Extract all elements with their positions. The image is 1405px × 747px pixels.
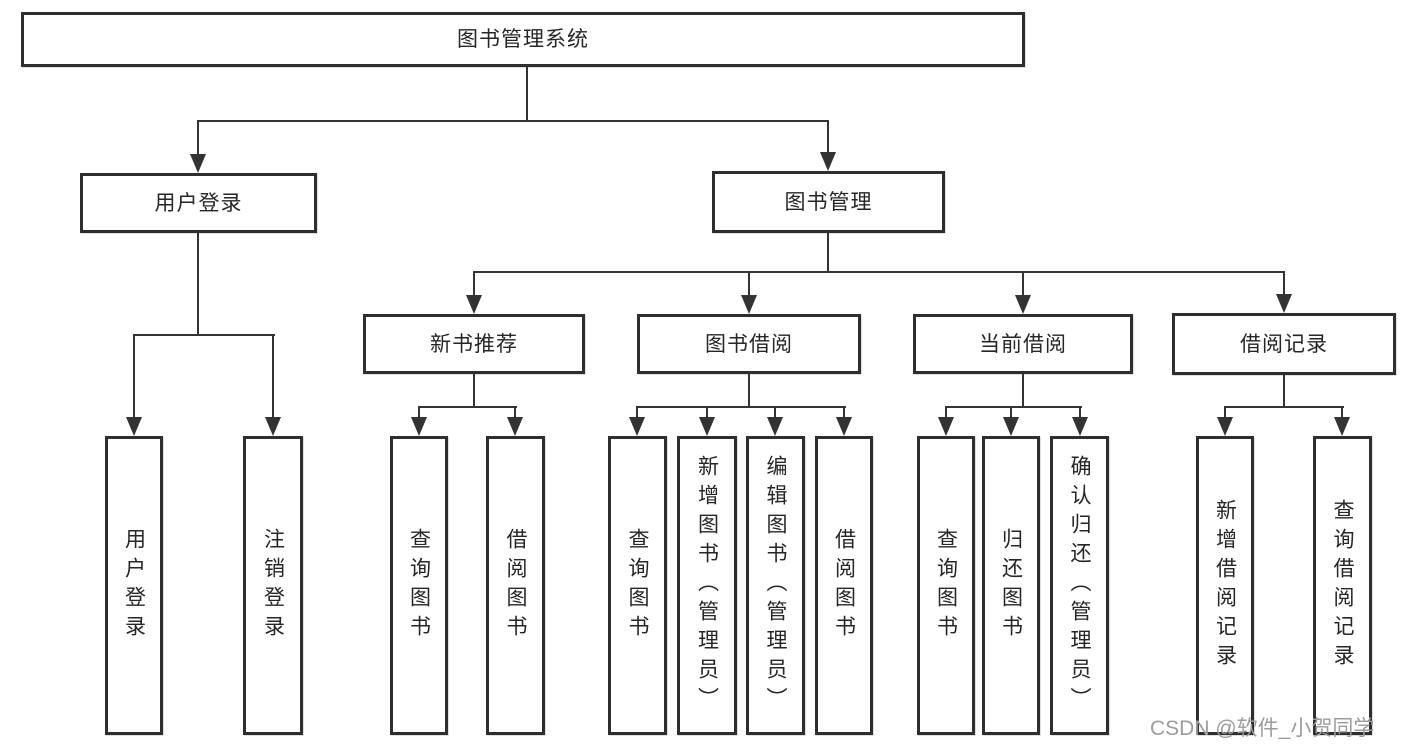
connector-line <box>473 271 1285 273</box>
arrow-down-icon <box>836 407 852 436</box>
node-label: 新增图书（管理员） <box>695 455 719 716</box>
arrow-down-icon <box>126 335 142 436</box>
connector-line <box>133 334 275 336</box>
node-label: 图书管理 <box>784 190 873 214</box>
node-label: 查询图书 <box>934 527 958 644</box>
node-label: 图书管理系统 <box>457 28 589 51</box>
node-label: 新书推荐 <box>430 332 518 356</box>
node-book-management: 图书管理 <box>712 171 945 233</box>
arrow-down-icon <box>265 335 281 436</box>
node-label: 确认归还（管理员） <box>1068 455 1091 716</box>
arrow-down-icon <box>1276 272 1292 313</box>
node-label: 借阅记录 <box>1240 332 1328 356</box>
node-confirm-return-admin: 确认归还（管理员） <box>1050 436 1109 735</box>
node-label: 查询图书 <box>407 527 431 644</box>
node-user-login-action: 用户登录 <box>105 436 163 735</box>
node-book-borrow: 图书借阅 <box>637 314 861 374</box>
arrow-down-icon <box>938 407 954 436</box>
node-new-book-recommend: 新书推荐 <box>363 314 585 374</box>
arrow-down-icon <box>767 407 783 436</box>
node-label: 新增借阅记录 <box>1213 498 1237 673</box>
connector-line <box>636 406 846 408</box>
node-query-books-current: 查询图书 <box>917 436 975 735</box>
node-label: 用户登录 <box>122 527 146 644</box>
node-label: 借阅图书 <box>832 527 856 644</box>
connector-line <box>418 406 517 408</box>
arrow-down-icon <box>507 407 523 436</box>
connector-line <box>473 374 475 408</box>
connector-line <box>1224 406 1344 408</box>
connector-line <box>748 374 750 408</box>
connector-line <box>827 233 829 273</box>
node-label: 编辑图书（管理员） <box>764 455 787 716</box>
arrow-down-icon <box>820 121 836 171</box>
csdn-watermark: CSDN @软件_小贺同学 <box>1150 717 1375 740</box>
node-current-borrow: 当前借阅 <box>913 314 1133 374</box>
node-label: 当前借阅 <box>979 332 1067 356</box>
arrow-down-icon <box>1003 407 1019 436</box>
node-add-books-admin: 新增图书（管理员） <box>677 436 737 735</box>
arrow-down-icon <box>466 272 482 314</box>
node-label: 归还图书 <box>999 527 1023 644</box>
node-label: 图书借阅 <box>705 332 793 356</box>
node-edit-books-admin: 编辑图书（管理员） <box>746 436 805 735</box>
arrow-down-icon <box>1015 272 1031 314</box>
node-borrow-books-borrow: 借阅图书 <box>815 436 873 735</box>
arrow-down-icon <box>699 407 715 436</box>
node-query-books-borrow: 查询图书 <box>608 436 667 735</box>
node-query-books-recommend: 查询图书 <box>390 436 448 735</box>
node-label: 查询借阅记录 <box>1331 498 1354 673</box>
node-label: 注销登录 <box>261 527 285 644</box>
node-return-books: 归还图书 <box>982 436 1040 735</box>
connector-line <box>1283 375 1285 408</box>
arrow-down-icon <box>411 407 427 436</box>
arrow-down-icon <box>741 272 757 314</box>
arrow-down-icon <box>1217 407 1233 436</box>
node-logout-login: 注销登录 <box>243 436 303 735</box>
connector-line <box>1022 374 1024 408</box>
connector-line <box>197 120 829 122</box>
connector-line <box>197 233 199 336</box>
arrow-down-icon <box>1334 407 1350 436</box>
connector-line <box>945 406 1082 408</box>
arrow-down-icon <box>629 407 645 436</box>
node-label: 查询图书 <box>626 527 649 644</box>
node-borrow-books-recommend: 借阅图书 <box>486 436 545 735</box>
node-label: 用户登录 <box>154 191 243 215</box>
connector-line <box>526 67 528 122</box>
arrow-down-icon <box>1072 407 1088 436</box>
node-query-borrow-record: 查询借阅记录 <box>1313 436 1372 735</box>
node-add-borrow-record: 新增借阅记录 <box>1196 436 1254 735</box>
node-borrow-records: 借阅记录 <box>1172 313 1396 375</box>
node-user-login: 用户登录 <box>80 173 317 233</box>
arrow-down-icon <box>190 121 206 173</box>
node-label: 借阅图书 <box>504 527 527 644</box>
node-library-management-system: 图书管理系统 <box>21 12 1025 67</box>
